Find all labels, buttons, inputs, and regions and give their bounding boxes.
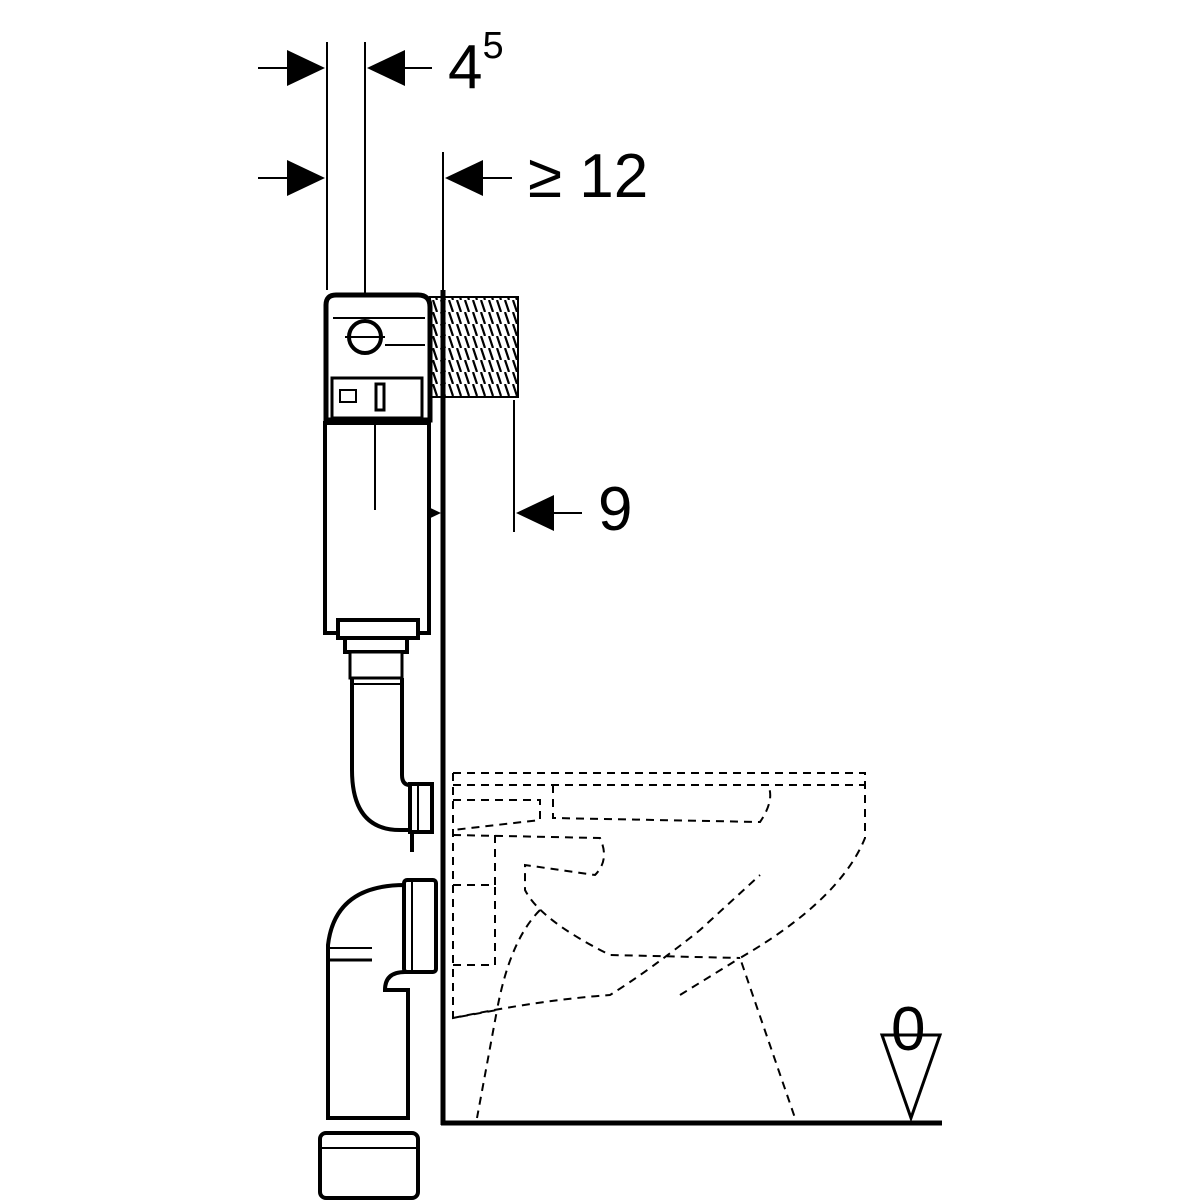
wall-and-floor [440, 290, 942, 1126]
cistern [323, 292, 433, 680]
dimension-label-offset: 45 [448, 25, 504, 102]
floor-level-label: 0 [891, 995, 925, 1064]
flush-pipe [350, 678, 434, 852]
dimension-label-min-depth: ≥ 12 [528, 142, 648, 211]
dimension-label-insulation: 9 [598, 475, 632, 544]
floor-level-marker [879, 1033, 943, 1123]
drain-bend [318, 878, 438, 1200]
insulation-block [429, 296, 519, 398]
wc-pan-outline [452, 772, 866, 1119]
